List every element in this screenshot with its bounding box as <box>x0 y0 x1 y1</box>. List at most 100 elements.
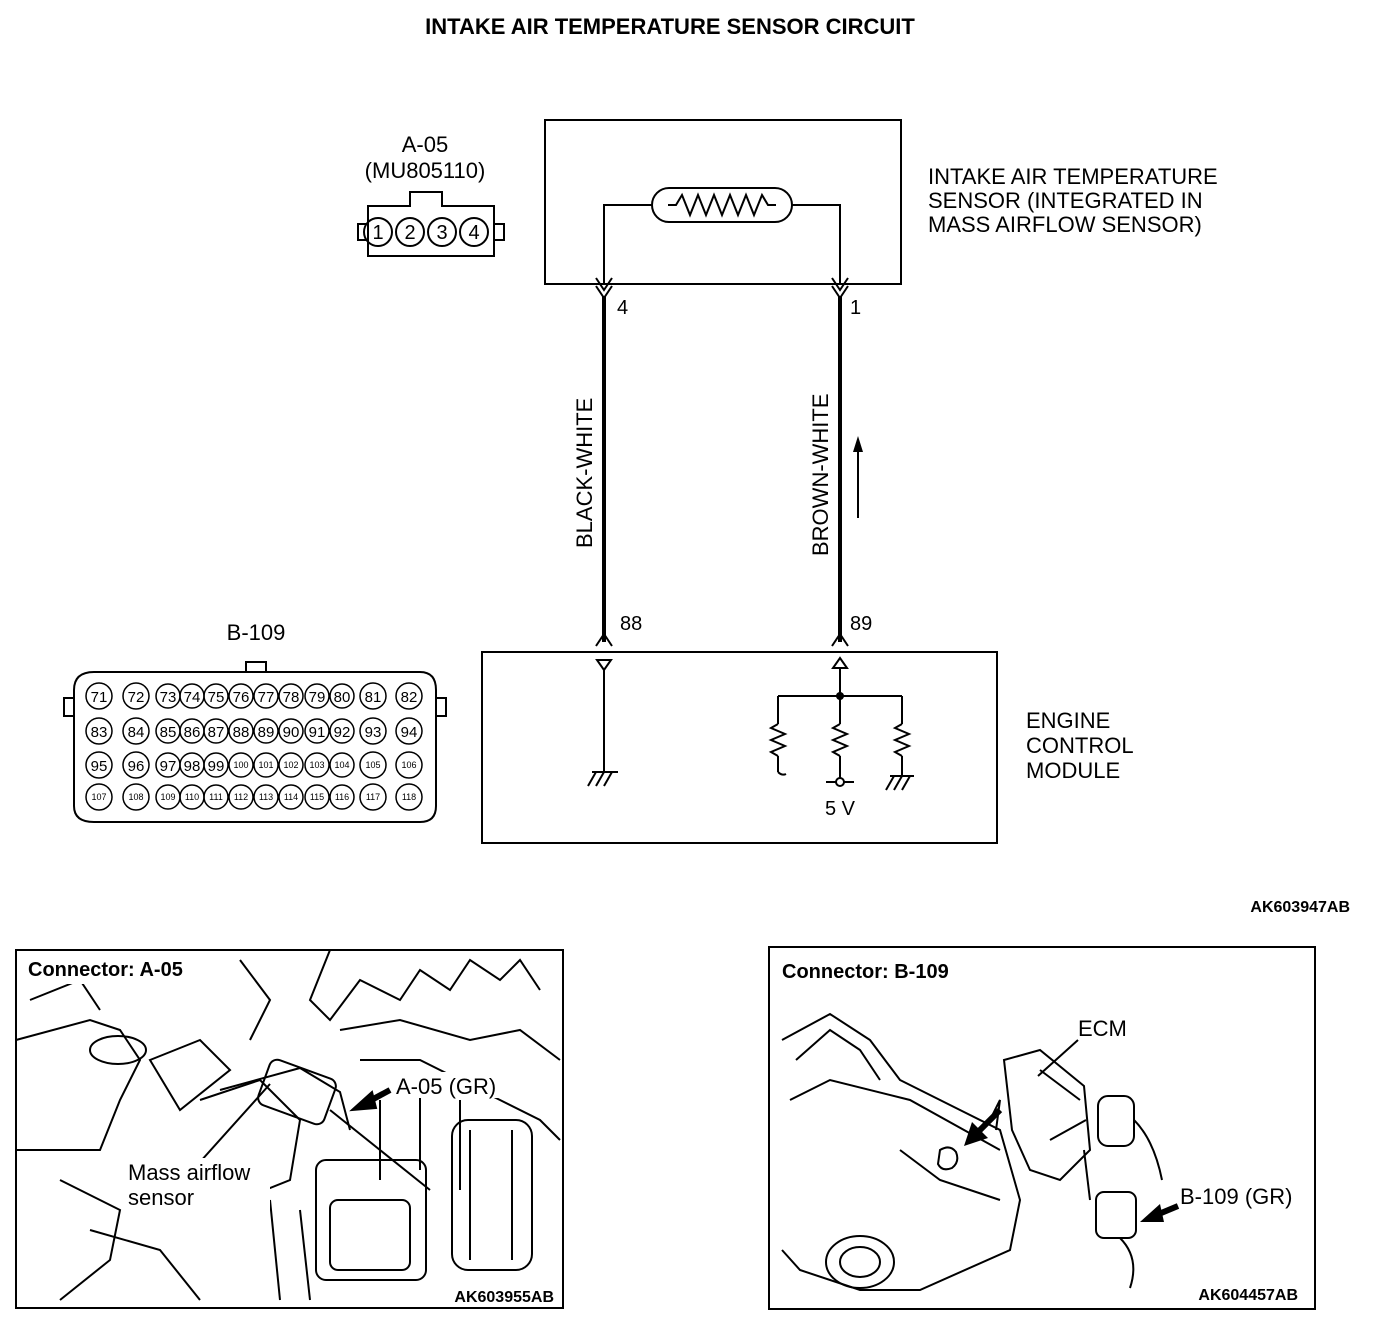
photo-a05-callout: A-05 (GR) <box>396 1074 496 1099</box>
sensor-lead-left <box>603 204 652 284</box>
ecm-label-line-2: CONTROL <box>1026 733 1134 758</box>
connector-a05-pins: 1 2 3 4 <box>363 217 489 247</box>
connector-a05-part: (MU805110) <box>365 158 486 183</box>
b109-pin-117: 117 <box>366 792 380 802</box>
ecm-resistor-left <box>768 696 788 776</box>
b109-pin-99: 99 <box>208 758 225 775</box>
ecm-block: 5 V ENGINE CONTROL MODULE <box>481 651 1134 844</box>
b109-pin-83: 83 <box>91 724 108 741</box>
b109-pin-circle <box>278 752 304 778</box>
sensor-lead-right <box>792 204 841 284</box>
b109-pin-circle <box>278 683 304 709</box>
ecm-unit-illustration <box>1002 1048 1163 1289</box>
sensor-label-line-1: INTAKE AIR TEMPERATURE <box>928 164 1218 189</box>
b109-pin-circle <box>122 783 150 811</box>
ecm-5v-terminal <box>835 777 845 787</box>
a05-pin-2: 2 <box>404 222 415 244</box>
photo-panel-b109: Connector: B-109 ECM <box>768 946 1316 1310</box>
b109-pin-circle <box>278 784 304 810</box>
b109-pin-circle <box>278 718 304 744</box>
b109-pin-circle <box>395 682 423 710</box>
b109-pin-circle <box>253 683 279 709</box>
b109-pin-77: 77 <box>258 689 275 706</box>
b109-pin-98: 98 <box>184 758 201 775</box>
photo-a05-label-line-2: sensor <box>128 1185 194 1210</box>
b109-pin-circle <box>228 752 254 778</box>
photo-a05-callout-arrow <box>349 1087 392 1112</box>
b109-pin-circle <box>85 783 113 811</box>
b109-pin-circle <box>395 751 423 779</box>
ecm-voltage: 5 V <box>825 798 856 820</box>
connector-a05-name: A-05 <box>402 132 448 157</box>
connector-a05-tab-left <box>357 223 369 241</box>
ecm-label-line-1: ENGINE <box>1026 708 1110 733</box>
ecm-pin-right: 89 <box>850 613 872 635</box>
b109-pin-circle <box>228 683 254 709</box>
photo-b109-callout-arrow <box>1140 1203 1180 1222</box>
connector-b109-tab-left <box>63 697 75 717</box>
b109-pin-74: 74 <box>184 689 201 706</box>
connector-a05-tab-right <box>493 223 505 241</box>
ecm-88-ground-icon <box>587 771 618 787</box>
diagram-title: INTAKE AIR TEMPERATURE SENSOR CIRCUIT <box>425 14 915 39</box>
b109-pin-100: 100 <box>233 760 248 770</box>
ecm-resistor-right <box>885 696 914 791</box>
b109-pin-76: 76 <box>233 689 250 706</box>
b109-pin-circle <box>359 682 387 710</box>
b109-pin-81: 81 <box>365 689 382 706</box>
b109-pin-circle <box>122 717 150 745</box>
b109-pin-108: 108 <box>128 792 143 802</box>
b109-pin-circle <box>122 751 150 779</box>
b109-pin-103: 103 <box>309 760 324 770</box>
b109-pin-circle <box>304 784 330 810</box>
b109-pin-circle <box>228 784 254 810</box>
photo-b109-ecm-label: ECM <box>1078 1016 1127 1041</box>
b109-pin-circle <box>85 751 113 779</box>
sensor-block: 4 1 INTAKE AIR TEMPERATURE SENSOR (INTEG… <box>544 119 1218 319</box>
b109-pin-106: 106 <box>401 760 416 770</box>
b109-pin-111: 111 <box>209 792 223 802</box>
b109-pin-97: 97 <box>160 758 177 775</box>
ecm-pin-right-chevron <box>831 632 849 647</box>
b109-pin-circle <box>253 752 279 778</box>
photo-panel-a05: Connector: A-05 A-05 (GR) Mass airflow s… <box>15 949 564 1309</box>
b109-pin-113: 113 <box>259 792 273 802</box>
b109-pin-78: 78 <box>283 689 300 706</box>
photo-a05-frame <box>15 949 564 1309</box>
b109-pin-95: 95 <box>91 758 108 775</box>
ecm-box <box>481 651 998 844</box>
connector-b109-tab-right <box>435 697 447 717</box>
b109-pin-75: 75 <box>208 689 225 706</box>
b109-pin-82: 82 <box>401 689 418 706</box>
b109-pin-85: 85 <box>160 724 177 741</box>
diagram-code: AK603947AB <box>1250 899 1350 916</box>
b109-pin-86: 86 <box>184 724 201 741</box>
b109-pin-84: 84 <box>128 724 145 741</box>
b109-pin-circle <box>85 717 113 745</box>
b109-pin-115: 115 <box>310 792 324 802</box>
b109-pin-112: 112 <box>234 792 248 802</box>
b109-pin-118: 118 <box>402 792 416 802</box>
photo-a05-title: Connector: A-05 <box>28 959 183 981</box>
b109-pin-circle <box>359 783 387 811</box>
ecm-resistor-pullup <box>826 696 854 787</box>
photo-b109-code: AK604457AB <box>1198 1287 1298 1304</box>
thermistor-zigzag <box>668 192 776 218</box>
ecm-label-line-3: MODULE <box>1026 758 1120 783</box>
photo-b109-title: Connector: B-109 <box>782 961 949 983</box>
b109-pin-105: 105 <box>365 760 380 770</box>
b109-pin-116: 116 <box>335 792 349 802</box>
wire-right-color: BROWN-WHITE <box>808 393 833 556</box>
ecm-pin-left-chevron <box>595 632 613 647</box>
car-illustration <box>781 1012 1022 1291</box>
b109-pin-94: 94 <box>401 724 418 741</box>
b109-pin-71: 71 <box>91 689 108 706</box>
b109-pin-circle <box>203 718 229 744</box>
connector-b109-body <box>73 671 437 823</box>
photo-a05-leader <box>199 1083 271 1163</box>
b109-pin-circle <box>228 718 254 744</box>
wire-left-color: BLACK-WHITE <box>572 398 597 548</box>
ecm-88-input-triangle <box>595 659 613 672</box>
